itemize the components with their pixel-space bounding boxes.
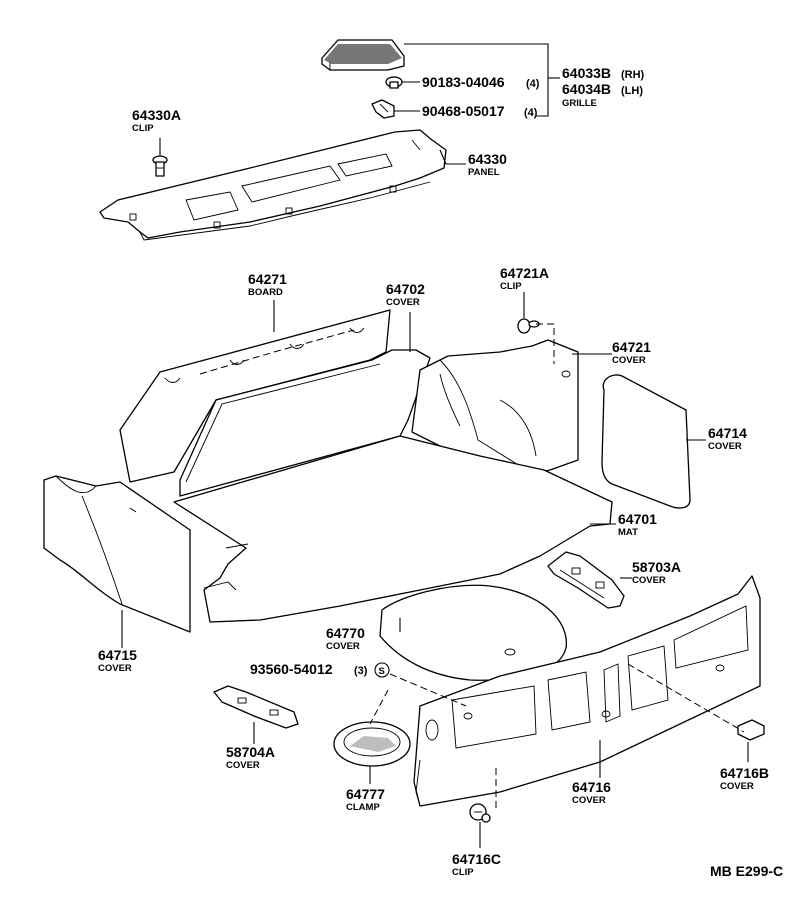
panel-part <box>99 129 447 241</box>
clip-64721A-part <box>517 318 540 334</box>
standard-part-mark: S <box>379 666 385 677</box>
clip-64330A-part <box>152 155 168 177</box>
callout-58703A: 58703A COVER <box>632 559 681 586</box>
leader-lines <box>121 43 749 848</box>
side-suffix: (LH) <box>621 85 643 97</box>
part-number: 64777 <box>346 786 385 802</box>
callout-64716: 64716 COVER <box>572 779 611 806</box>
part-number: 64330A <box>132 107 181 123</box>
callout-64715: 64715 COVER <box>98 647 137 674</box>
part-name: GRILLE <box>562 98 597 109</box>
cover-64716B-part <box>737 719 765 741</box>
part-name: COVER <box>326 641 360 652</box>
rear-cover-part <box>179 349 431 497</box>
part-name: CLIP <box>452 867 474 878</box>
part-number: 64716B <box>720 765 769 781</box>
mat-part <box>173 435 613 623</box>
callout-64721A: 64721A CLIP <box>500 265 549 292</box>
part-name: COVER <box>708 441 742 452</box>
part-name: COVER <box>632 575 666 586</box>
part-number: 64716 <box>572 779 611 795</box>
part-number: 64716C <box>452 851 501 867</box>
part-number: 90183-04046 <box>422 74 505 90</box>
part-number: 64770 <box>326 625 365 641</box>
part-number: 64033B <box>562 65 611 81</box>
part-number: 64034B <box>562 81 611 97</box>
part-name: COVER <box>612 355 646 366</box>
callout-64716B: 64716B COVER <box>720 765 769 792</box>
clip-part <box>371 99 395 119</box>
callout-64777: 64777 CLAMP <box>346 786 385 813</box>
part-name: COVER <box>720 781 754 792</box>
part-name: CLIP <box>132 123 154 134</box>
standard-part-symbol-icon <box>374 662 390 678</box>
quantity: (4) <box>524 107 538 119</box>
callout-64702: 64702 COVER <box>386 281 425 308</box>
clip-64716C-part <box>469 803 491 823</box>
part-number: 64721A <box>500 265 549 281</box>
cover-58704A-part <box>213 685 299 729</box>
callout-64701: 64701 MAT <box>618 511 657 538</box>
part-name: CLAMP <box>346 802 380 813</box>
left-cover-part <box>43 475 191 633</box>
part-number: 93560-54012 <box>250 661 333 677</box>
callout-64770: 64770 COVER <box>326 625 365 652</box>
part-name: PANEL <box>468 167 500 178</box>
part-name: COVER <box>572 795 606 806</box>
part-name: CLIP <box>500 281 522 292</box>
quantity: (4) <box>526 78 540 90</box>
grille-part <box>321 39 405 71</box>
callout-64271: 64271 BOARD <box>248 271 287 298</box>
part-name: BOARD <box>248 287 283 298</box>
part-name: COVER <box>226 760 260 771</box>
cover-58703A-part <box>547 551 625 609</box>
part-number: 64271 <box>248 271 287 287</box>
part-number: 64702 <box>386 281 425 297</box>
part-name: MAT <box>618 527 638 538</box>
callout-90183-04046: 90183-04046 (4) <box>422 74 540 90</box>
pad-cover-part <box>601 374 691 509</box>
spare-cover-part <box>379 584 567 681</box>
callout-64330: 64330 PANEL <box>468 151 507 178</box>
side-suffix: (RH) <box>621 69 645 81</box>
bolt-part <box>385 76 403 89</box>
callout-93560-54012: 93560-54012 (3) S <box>250 661 390 678</box>
callout-64714: 64714 COVER <box>708 425 747 452</box>
part-number: 64715 <box>98 647 137 663</box>
part-number: 64330 <box>468 151 507 167</box>
part-number: 58704A <box>226 744 275 760</box>
callout-64034B: 64034B (LH) GRILLE <box>562 81 643 109</box>
quantity: (3) <box>354 665 368 677</box>
callout-64033B: 64033B (RH) <box>562 65 645 81</box>
part-number: 64701 <box>618 511 657 527</box>
callout-90468-05017: 90468-05017 (4) <box>422 103 538 119</box>
callout-64330A: 64330A CLIP <box>132 107 181 134</box>
part-name: COVER <box>98 663 132 674</box>
callout-64716C: 64716C CLIP <box>452 851 501 878</box>
clamp-part <box>333 721 411 767</box>
callout-58704A: 58704A COVER <box>226 744 275 771</box>
part-number: 64721 <box>612 339 651 355</box>
diagram-code: MB E299-C <box>710 863 783 879</box>
back-trim-part <box>413 575 761 807</box>
part-name: COVER <box>386 297 420 308</box>
callout-64721: 64721 COVER <box>612 339 651 366</box>
part-number: 64714 <box>708 425 747 441</box>
part-number: 90468-05017 <box>422 103 505 119</box>
part-number: 58703A <box>632 559 681 575</box>
